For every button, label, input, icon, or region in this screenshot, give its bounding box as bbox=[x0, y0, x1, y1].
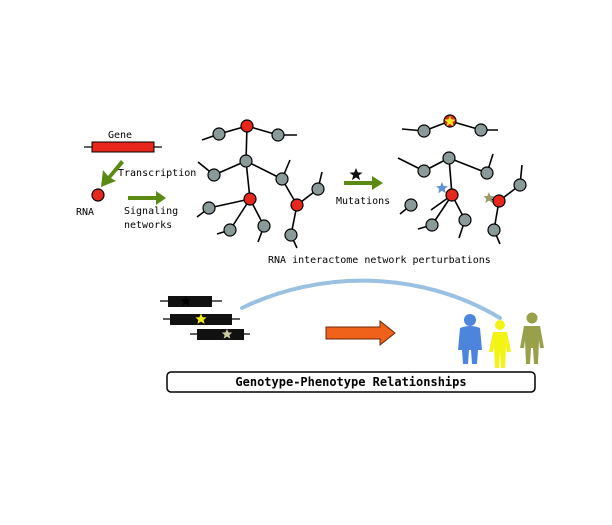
blue-star-icon bbox=[436, 182, 448, 194]
network-node bbox=[202, 201, 216, 215]
genotype-bars bbox=[160, 296, 250, 340]
hub-node-red bbox=[492, 194, 506, 208]
yellow-star-icon bbox=[195, 313, 207, 324]
blue-person-icon bbox=[458, 314, 482, 364]
signaling-arrow bbox=[128, 191, 166, 205]
orange-arrow-icon bbox=[325, 319, 396, 347]
hub-node-red bbox=[290, 198, 304, 212]
yellow-star-icon bbox=[444, 115, 456, 127]
perturbed-nodes bbox=[404, 114, 527, 237]
network-node bbox=[311, 182, 325, 196]
hub-node-red bbox=[243, 192, 257, 206]
hub-node-red bbox=[240, 119, 254, 133]
mutations-block: Mutations bbox=[336, 168, 390, 207]
olive-star-icon bbox=[483, 192, 495, 203]
network-node bbox=[271, 128, 285, 142]
perturbed-edges bbox=[397, 120, 523, 245]
network-node bbox=[239, 154, 253, 168]
relationships-label: Genotype-Phenotype Relationships bbox=[235, 375, 466, 389]
network-node bbox=[404, 198, 418, 212]
light-blue-star-icon bbox=[180, 296, 192, 306]
gene-label: Gene bbox=[108, 130, 132, 141]
signaling-label-line1: Signaling bbox=[124, 206, 178, 217]
network-node bbox=[275, 172, 289, 186]
relationship-curve bbox=[240, 278, 502, 320]
mutations-arrow bbox=[344, 176, 383, 190]
network-node bbox=[257, 219, 271, 233]
network-node bbox=[223, 223, 237, 237]
network-node bbox=[474, 123, 488, 137]
network-node bbox=[458, 213, 472, 227]
network-node bbox=[487, 223, 501, 237]
network-node bbox=[207, 168, 221, 182]
perturbed-network bbox=[397, 114, 527, 245]
network-node bbox=[212, 127, 226, 141]
rna-node bbox=[91, 188, 105, 202]
relationships-box bbox=[166, 371, 536, 393]
signaling-label-line2: networks bbox=[124, 220, 172, 231]
grey-star-icon bbox=[221, 329, 233, 339]
dna-bar bbox=[197, 329, 244, 340]
gene-block: Gene Transcription RNA Signaling network… bbox=[76, 130, 196, 231]
gene-bar bbox=[91, 141, 155, 153]
network-node bbox=[417, 124, 431, 138]
network-node bbox=[442, 151, 456, 165]
network-node bbox=[480, 166, 494, 180]
transcription-label: Transcription bbox=[118, 168, 196, 179]
perturbations-caption: RNA interactome network perturbations bbox=[268, 255, 491, 266]
network-node bbox=[284, 228, 298, 242]
hub-node-red bbox=[445, 188, 459, 202]
signaling-network bbox=[196, 119, 325, 249]
yellow-person-icon bbox=[489, 320, 511, 368]
mutation-star-icon bbox=[349, 168, 363, 181]
network-node bbox=[513, 178, 527, 192]
network-node bbox=[417, 164, 431, 178]
network-node bbox=[425, 218, 439, 232]
olive-person-icon bbox=[520, 312, 544, 364]
network-nodes bbox=[202, 119, 325, 242]
dna-bar bbox=[168, 296, 212, 307]
transcription-arrow bbox=[101, 160, 124, 187]
mutations-label: Mutations bbox=[336, 196, 390, 207]
rna-label: RNA bbox=[76, 207, 94, 218]
